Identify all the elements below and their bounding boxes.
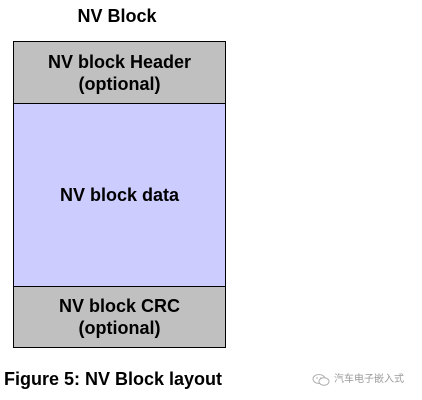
nv-block-header-label: NV block Header — [47, 51, 192, 72]
watermark: 汽车电子嵌入式 — [312, 374, 404, 386]
nv-block-crc: NV block CRC (optional) — [13, 286, 226, 348]
diagram-title: NV Block — [77, 6, 157, 26]
nv-block-crc-optional-label: (optional) — [78, 318, 161, 338]
nv-block-data-label: NV block data — [59, 185, 180, 205]
nv-block-crc-label: NV block CRC — [58, 296, 181, 316]
nv-block-header: NV block Header (optional) — [13, 41, 226, 103]
nv-block-header-optional-label: (optional) — [78, 73, 161, 94]
figure-caption: Figure 5: NV Block layout — [4, 369, 223, 389]
wechat-icon — [312, 374, 330, 386]
watermark-text: 汽车电子嵌入式 — [334, 374, 404, 385]
nv-block-data: NV block data — [13, 103, 226, 286]
